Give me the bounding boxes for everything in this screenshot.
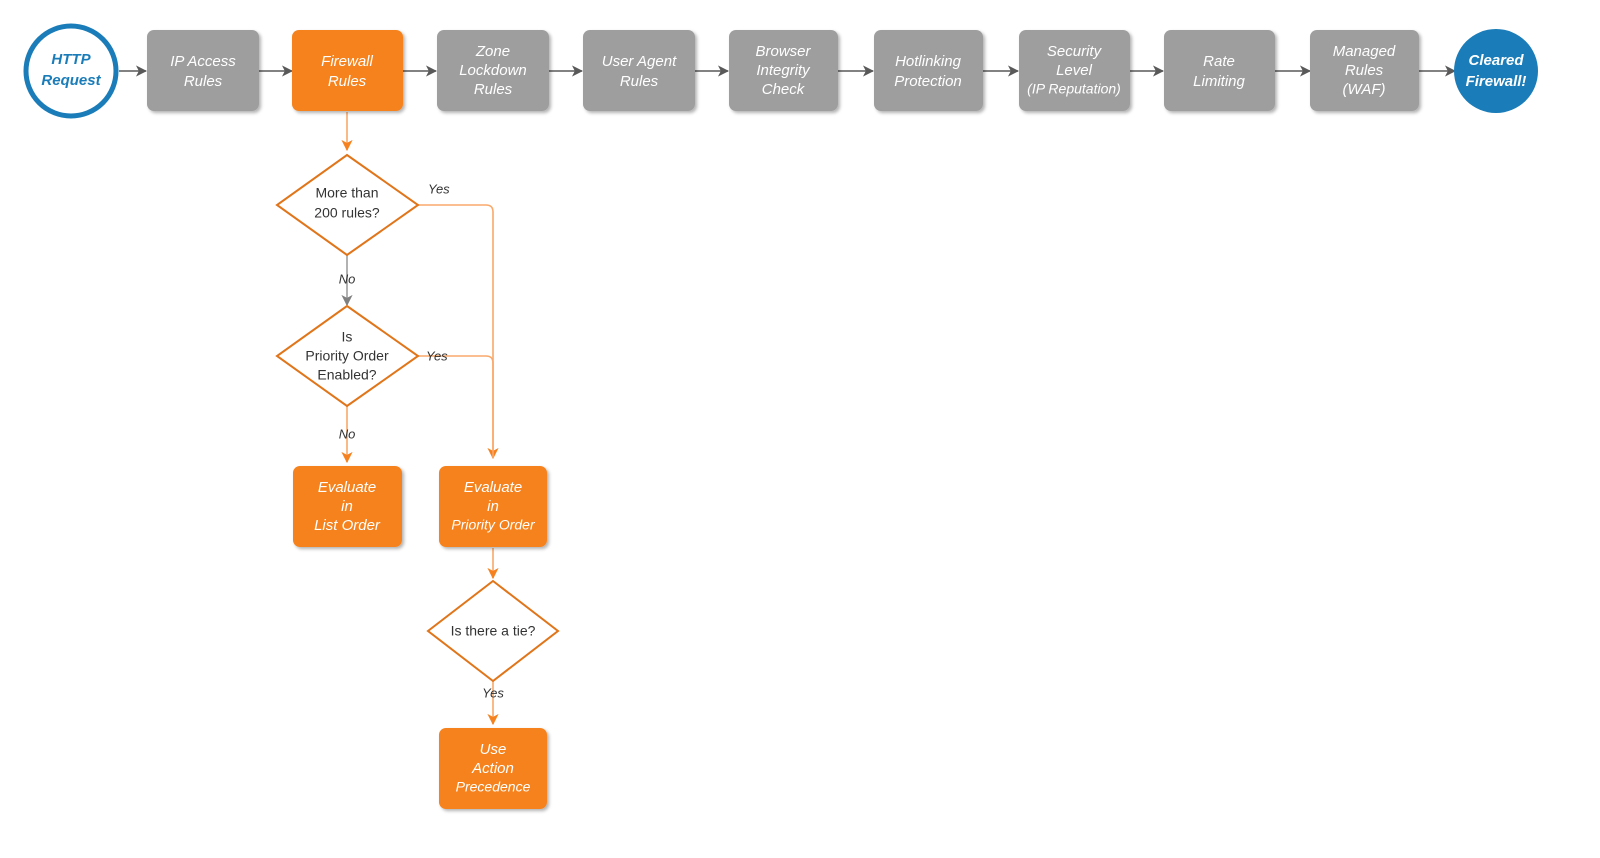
firewall-rules-label-line2: Rules: [328, 73, 367, 90]
node-http-request[interactable]: HTTP Request: [23, 23, 119, 119]
edge-labels: Yes No Yes No Yes: [339, 181, 505, 700]
node-evaluate-list-order[interactable]: Evaluate in List Order: [293, 466, 402, 547]
http-request-circle: [23, 23, 119, 119]
cleared-firewall-label-line2: Firewall!: [1466, 73, 1527, 90]
edge-label-no-more-than-200: No: [339, 271, 356, 286]
use-action-precedence-label-line1: Use: [480, 741, 507, 758]
use-action-precedence-label-line3: Precedence: [456, 779, 531, 795]
node-browser-integrity-check[interactable]: Browser Integrity Check: [729, 30, 838, 111]
connector-decision1-yes: [418, 204, 499, 460]
managed-rules-waf-box: [1310, 30, 1419, 111]
ip-access-rules-label-line2: Rules: [184, 73, 223, 90]
http-request-label-line2: Request: [41, 72, 101, 89]
zone-lockdown-rules-box: [437, 30, 549, 111]
zone-lockdown-rules-label-line2: Lockdown: [459, 62, 527, 79]
hotlinking-protection-box: [874, 30, 983, 111]
is-there-a-tie-label-line1: Is there a tie?: [451, 623, 536, 639]
hotlinking-protection-label-line2: Protection: [894, 73, 962, 90]
browser-integrity-check-label-line1: Browser: [755, 43, 811, 60]
firewall-rules-box: [292, 30, 403, 111]
ip-access-rules-label-line1: IP Access: [170, 53, 236, 70]
zone-lockdown-rules-label-line1: Zone: [475, 43, 510, 60]
priority-order-enabled-label-line1: Is: [342, 329, 353, 345]
evaluate-priority-order-box: [439, 466, 547, 547]
node-evaluate-priority-order[interactable]: Evaluate in Priority Order: [439, 466, 547, 547]
security-level-label-line3: (IP Reputation): [1027, 81, 1121, 97]
is-there-a-tie-diamond: [426, 579, 560, 683]
evaluate-list-order-label-line2: in: [341, 498, 353, 515]
browser-integrity-check-box: [729, 30, 838, 111]
rate-limiting-box: [1164, 30, 1275, 111]
edge-label-yes-priority-order: Yes: [426, 348, 448, 363]
priority-order-enabled-label-line3: Enabled?: [317, 367, 376, 383]
more-than-200-rules-label-line2: 200 rules?: [314, 205, 380, 221]
evaluate-list-order-box: [293, 466, 402, 547]
security-level-label-line2: Level: [1056, 62, 1093, 79]
decision-connectors: [341, 112, 499, 726]
user-agent-rules-label-line2: Rules: [620, 73, 659, 90]
managed-rules-waf-label-line3: (WAF): [1342, 81, 1385, 98]
node-decision-priority-order-enabled[interactable]: Is Priority Order Enabled?: [275, 304, 420, 408]
cleared-firewall-circle: [1454, 29, 1538, 113]
edge-label-no-priority-order: No: [339, 426, 356, 441]
more-than-200-rules-diamond: [275, 153, 420, 257]
security-level-label-line1: Security: [1047, 43, 1103, 60]
evaluate-list-order-label-line1: Evaluate: [318, 479, 376, 496]
node-decision-more-than-200-rules[interactable]: More than 200 rules?: [275, 153, 420, 257]
security-level-box: [1019, 30, 1130, 111]
ip-access-rules-box: [147, 30, 259, 111]
evaluate-list-order-label-line3: List Order: [314, 517, 381, 534]
firewall-rules-label-line1: Firewall: [321, 53, 373, 70]
evaluate-priority-order-label-line3: Priority Order: [451, 517, 536, 533]
node-user-agent-rules[interactable]: User Agent Rules: [583, 30, 695, 111]
user-agent-rules-label-line1: User Agent: [602, 53, 677, 70]
managed-rules-waf-label-line1: Managed: [1333, 43, 1396, 60]
node-firewall-rules[interactable]: Firewall Rules: [292, 30, 403, 111]
cleared-firewall-label-line1: Cleared: [1468, 52, 1524, 69]
http-request-label-line1: HTTP: [51, 51, 91, 68]
connector-decision2-yes: [418, 355, 494, 458]
zone-lockdown-rules-label-line3: Rules: [474, 81, 513, 98]
hotlinking-protection-label-line1: Hotlinking: [895, 53, 962, 70]
user-agent-rules-box: [583, 30, 695, 111]
node-zone-lockdown-rules[interactable]: Zone Lockdown Rules: [437, 30, 549, 111]
node-rate-limiting[interactable]: Rate Limiting: [1164, 30, 1275, 111]
edge-label-yes-tie: Yes: [482, 685, 504, 700]
managed-rules-waf-label-line2: Rules: [1345, 62, 1384, 79]
edge-label-yes-more-than-200: Yes: [428, 181, 450, 196]
use-action-precedence-label-line2: Action: [471, 760, 514, 777]
browser-integrity-check-label-line3: Check: [762, 81, 806, 98]
node-use-action-precedence[interactable]: Use Action Precedence: [439, 728, 547, 809]
use-action-precedence-box: [439, 728, 547, 809]
rate-limiting-label-line1: Rate: [1203, 53, 1235, 70]
more-than-200-rules-label-line1: More than: [315, 185, 378, 201]
priority-order-enabled-diamond: [275, 304, 420, 408]
node-decision-is-there-a-tie[interactable]: Is there a tie?: [426, 579, 560, 683]
node-ip-access-rules[interactable]: IP Access Rules: [147, 30, 259, 111]
evaluate-priority-order-label-line1: Evaluate: [464, 479, 522, 496]
node-managed-rules-waf[interactable]: Managed Rules (WAF): [1310, 30, 1419, 111]
rate-limiting-label-line2: Limiting: [1193, 73, 1245, 90]
node-hotlinking-protection[interactable]: Hotlinking Protection: [874, 30, 983, 111]
node-cleared-firewall[interactable]: Cleared Firewall!: [1454, 29, 1538, 113]
browser-integrity-check-label-line2: Integrity: [756, 62, 811, 79]
evaluate-priority-order-label-line2: in: [487, 498, 499, 515]
node-security-level[interactable]: Security Level (IP Reputation): [1019, 30, 1130, 111]
priority-order-enabled-label-line2: Priority Order: [305, 348, 389, 364]
